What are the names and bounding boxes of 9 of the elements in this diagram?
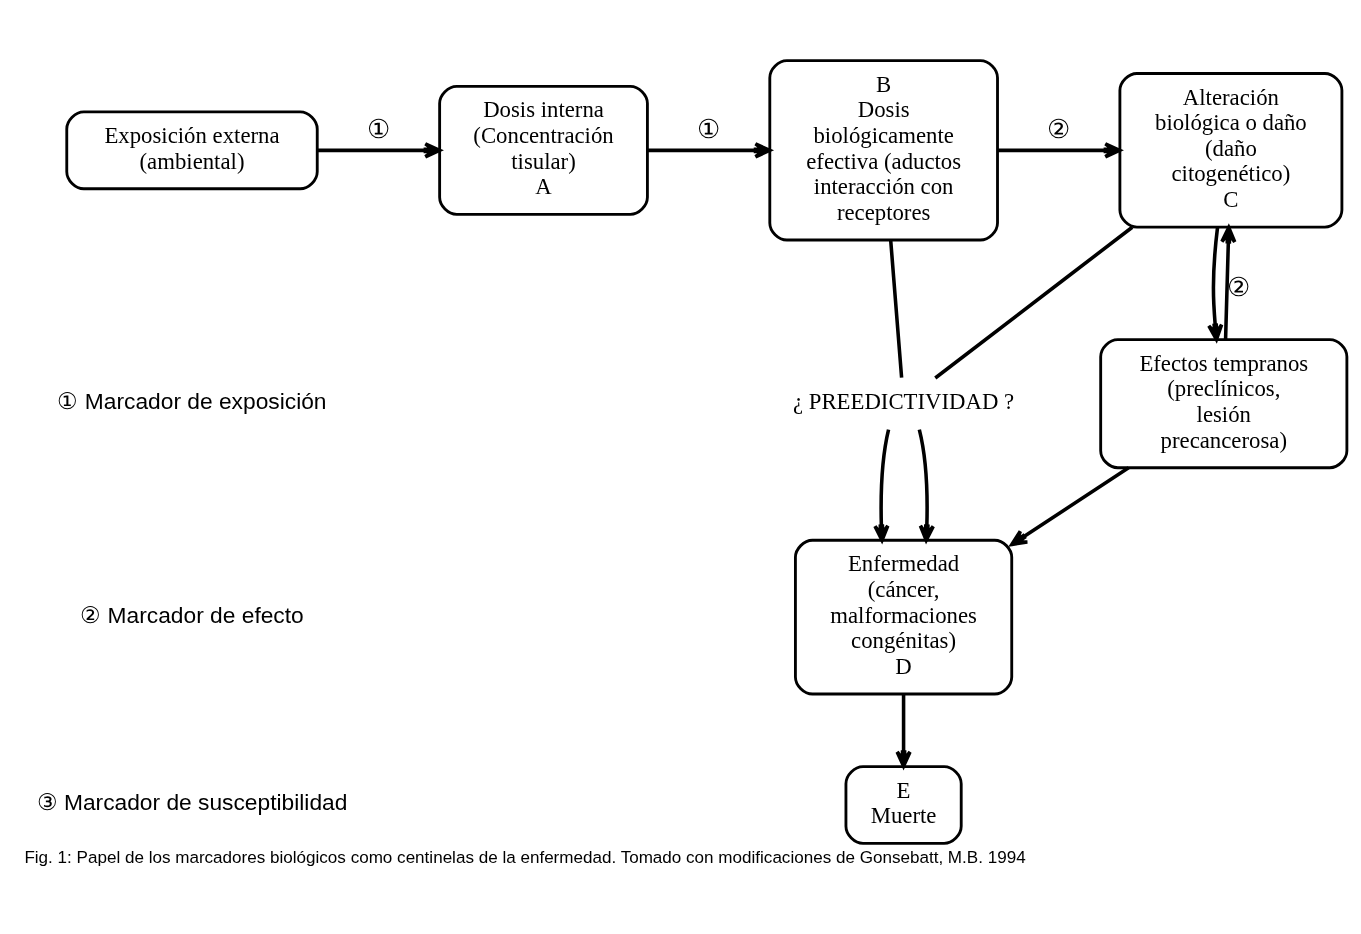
label: ② Marcador de efecto bbox=[80, 601, 304, 628]
edge-label: ① bbox=[697, 115, 721, 145]
node-text: ¿ PREEDICTIVIDAD ? bbox=[792, 389, 1015, 415]
edge-label: ① bbox=[366, 115, 390, 145]
label: ③ Marcador de susceptibilidad bbox=[36, 789, 348, 816]
edge-label: ② bbox=[1226, 273, 1250, 303]
edge-label: ② bbox=[1047, 115, 1071, 145]
label: ① Marcador de exposición bbox=[57, 388, 327, 415]
caption: Fig. 1: Papel de los marcadores biológicos como centinelas de la enfermedad. Tomado con modificaciones de Gonsebatt, M.B. 1994 bbox=[24, 847, 1026, 867]
